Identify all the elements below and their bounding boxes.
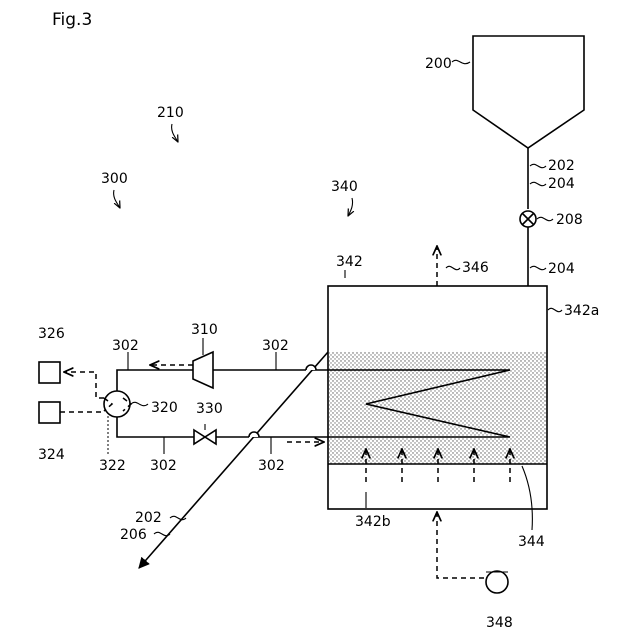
heat-exchanger-320 xyxy=(104,391,130,417)
leader-342a xyxy=(548,308,562,311)
label-322: 322 xyxy=(99,458,126,474)
leader-204-mid xyxy=(530,266,546,269)
label-302-left-bottom: 302 xyxy=(150,458,177,474)
signal-to-326 xyxy=(64,372,104,398)
label-202-top: 202 xyxy=(548,158,575,174)
air-supply-line xyxy=(437,512,484,578)
label-310: 310 xyxy=(191,322,218,338)
fluid-bed xyxy=(329,352,546,464)
label-324: 324 xyxy=(38,447,65,463)
leader-200 xyxy=(452,60,470,63)
pointer-300 xyxy=(114,190,120,208)
label-346: 346 xyxy=(462,260,489,276)
label-210: 210 xyxy=(157,105,184,121)
label-302-right-bottom: 302 xyxy=(258,458,285,474)
pipe-302-bottom-left xyxy=(117,417,194,437)
box-326 xyxy=(39,362,60,383)
leader-204-top xyxy=(530,182,546,185)
label-340: 340 xyxy=(331,179,358,195)
leader-320 xyxy=(131,402,148,405)
label-202-bottom: 202 xyxy=(135,510,162,526)
label-206: 206 xyxy=(120,527,147,543)
label-348: 348 xyxy=(486,615,513,631)
pipe-302-top-left xyxy=(117,370,193,392)
label-204-top: 204 xyxy=(548,176,575,192)
compressor-310 xyxy=(193,352,213,388)
label-342a: 342a xyxy=(564,303,599,319)
hopper-200 xyxy=(473,36,584,148)
leader-208 xyxy=(537,217,553,220)
label-320: 320 xyxy=(151,400,178,416)
label-204-mid: 204 xyxy=(548,261,575,277)
blower-348 xyxy=(486,571,508,593)
label-200: 200 xyxy=(425,56,452,72)
valve-330 xyxy=(194,430,216,444)
label-344: 344 xyxy=(518,534,545,550)
pointer-210 xyxy=(172,124,178,142)
label-330: 330 xyxy=(196,401,223,417)
pointer-340 xyxy=(348,198,353,216)
label-326: 326 xyxy=(38,326,65,342)
label-302-right-top: 302 xyxy=(262,338,289,354)
hop-bottom xyxy=(249,432,259,437)
label-342b: 342b xyxy=(355,514,391,530)
label-300: 300 xyxy=(101,171,128,187)
leader-202-top xyxy=(530,164,546,167)
figure-title: Fig.3 xyxy=(52,10,92,30)
label-302-left-top: 302 xyxy=(112,338,139,354)
hop-top xyxy=(306,365,316,370)
leader-346 xyxy=(446,266,460,269)
leader-206 xyxy=(154,532,170,535)
label-208: 208 xyxy=(556,212,583,228)
label-342: 342 xyxy=(336,254,363,270)
box-324 xyxy=(39,402,60,423)
